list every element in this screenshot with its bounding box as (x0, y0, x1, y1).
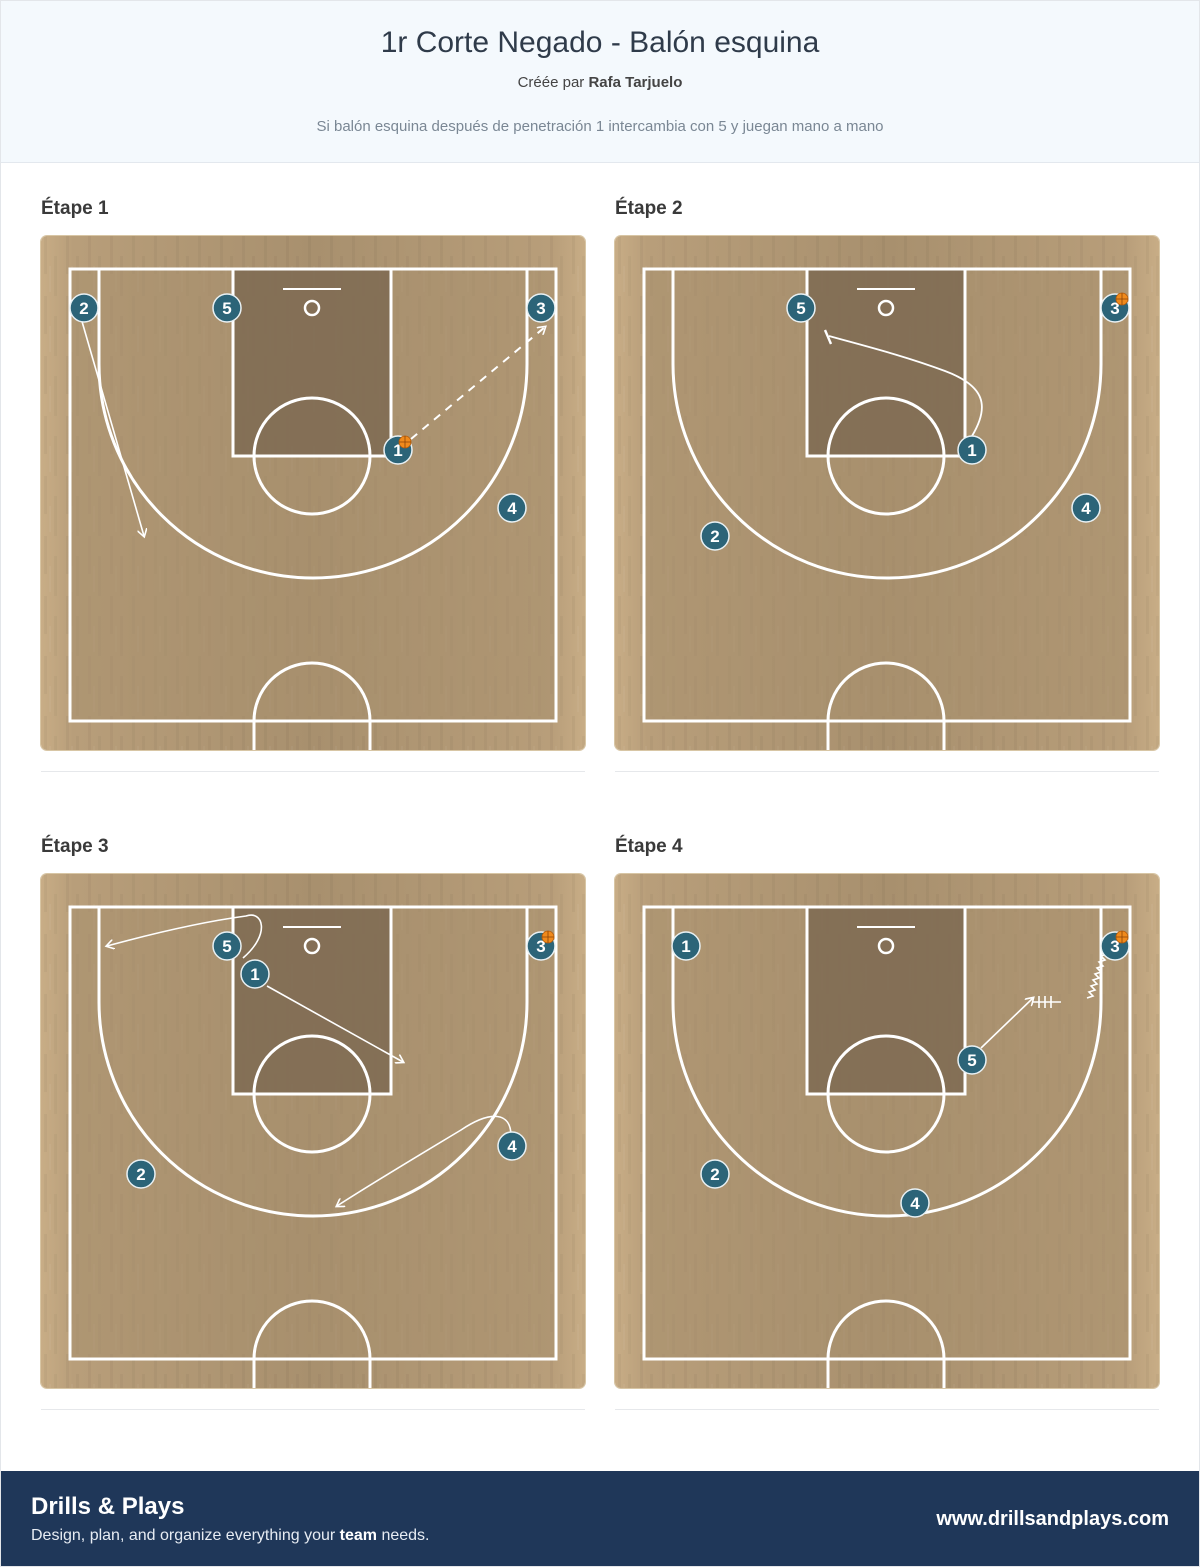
svg-text:4: 4 (1081, 499, 1091, 518)
svg-text:3: 3 (1110, 937, 1119, 956)
step-1-heading: Étape 1 (41, 198, 109, 219)
player-1-token[interactable]: 1 (383, 435, 413, 465)
created-by-label: Créée par (517, 74, 585, 91)
svg-text:5: 5 (222, 299, 231, 318)
footer-website-link[interactable]: www.drillsandplays.com (936, 1508, 1169, 1530)
svg-text:1: 1 (250, 965, 259, 984)
player-3-token[interactable]: 3 (1100, 292, 1130, 323)
svg-text:3: 3 (536, 299, 545, 318)
footer-brand[interactable]: Drills & Plays (31, 1493, 185, 1520)
player-2-token[interactable]: 2 (126, 1159, 156, 1189)
play-description: Si balón esquina después de penetración … (316, 118, 884, 135)
player-4-token[interactable]: 4 (1071, 493, 1101, 523)
player-5-token[interactable]: 5 (957, 1045, 987, 1075)
svg-text:1: 1 (967, 441, 976, 460)
player-3-token[interactable]: 3 (1100, 930, 1130, 961)
player-4-token[interactable]: 4 (497, 493, 527, 523)
screen-end-marker (823, 329, 833, 345)
player-1-token[interactable]: 1 (671, 931, 701, 961)
footer-tagline: Design, plan, and organize everything yo… (31, 1527, 430, 1545)
svg-text:5: 5 (222, 937, 231, 956)
player-2-token[interactable]: 2 (69, 293, 99, 323)
svg-text:1: 1 (681, 937, 690, 956)
step-1-court-diagram: 2 5 3 1 4 (41, 236, 585, 750)
svg-text:1: 1 (393, 441, 402, 460)
tagline-text-before: Design, plan, and organize everything yo… (31, 1527, 336, 1544)
step-4-divider (615, 1409, 1159, 1410)
cut-path-player-5 (107, 914, 263, 959)
player-5-token[interactable]: 5 (786, 293, 816, 323)
step-3-heading: Étape 3 (41, 836, 109, 857)
player-1-token[interactable]: 1 (240, 959, 270, 989)
step-2-divider (615, 771, 1159, 772)
step-1-divider (41, 771, 585, 772)
dribble-path-player-3 (1086, 953, 1108, 999)
page-title: 1r Corte Negado - Balón esquina (380, 26, 820, 59)
player-4-token[interactable]: 4 (900, 1188, 930, 1218)
author-name[interactable]: Rafa Tarjuelo (588, 74, 683, 91)
player-5-token[interactable]: 5 (212, 931, 242, 961)
move-path-player-5 (980, 998, 1033, 1049)
step-2-court-diagram: 5 3 1 4 2 (615, 236, 1159, 750)
svg-text:4: 4 (507, 1137, 517, 1156)
player-2-token[interactable]: 2 (700, 1159, 730, 1189)
svg-text:5: 5 (796, 299, 805, 318)
tagline-text-after: needs. (381, 1527, 430, 1544)
author-line: Créée par Rafa Tarjuelo (1, 74, 1199, 91)
court-background (41, 874, 585, 1388)
court-background (615, 236, 1159, 750)
svg-text:4: 4 (507, 499, 517, 518)
tagline-text-bold: team (339, 1527, 377, 1544)
svg-text:2: 2 (710, 527, 719, 546)
ball-icon (1115, 930, 1129, 944)
svg-text:3: 3 (1110, 299, 1119, 318)
page-footer: Drills & Plays Design, plan, and organiz… (1, 1471, 1199, 1566)
ball-icon (398, 435, 412, 449)
cut-path-player-4 (337, 1115, 512, 1206)
cut-path-player-1 (266, 985, 403, 1062)
player-3-token[interactable]: 3 (526, 930, 556, 961)
step-2-heading: Étape 2 (615, 198, 683, 219)
svg-text:2: 2 (136, 1165, 145, 1184)
player-4-token[interactable]: 4 (497, 1131, 527, 1161)
step-4-court-diagram: 1 3 5 2 4 (615, 874, 1159, 1388)
ball-icon (1115, 292, 1129, 306)
ball-icon (541, 930, 555, 944)
page-header: 1r Corte Negado - Balón esquina Créée pa… (1, 1, 1199, 163)
svg-text:5: 5 (967, 1051, 976, 1070)
svg-text:4: 4 (910, 1194, 920, 1213)
svg-text:2: 2 (79, 299, 88, 318)
player-5-token[interactable]: 5 (212, 293, 242, 323)
step-3-court-diagram: 5 1 3 4 2 (41, 874, 585, 1388)
handoff-marker (1033, 996, 1061, 1008)
court-background (41, 236, 585, 750)
player-2-token[interactable]: 2 (700, 521, 730, 551)
screen-path-player-1 (828, 335, 983, 437)
step-4-heading: Étape 4 (615, 836, 683, 857)
player-3-token[interactable]: 3 (526, 293, 556, 323)
cut-path-player-2 (80, 317, 144, 536)
player-1-token[interactable]: 1 (957, 435, 987, 465)
svg-text:3: 3 (536, 937, 545, 956)
step-3-divider (41, 1409, 585, 1410)
svg-text:2: 2 (710, 1165, 719, 1184)
